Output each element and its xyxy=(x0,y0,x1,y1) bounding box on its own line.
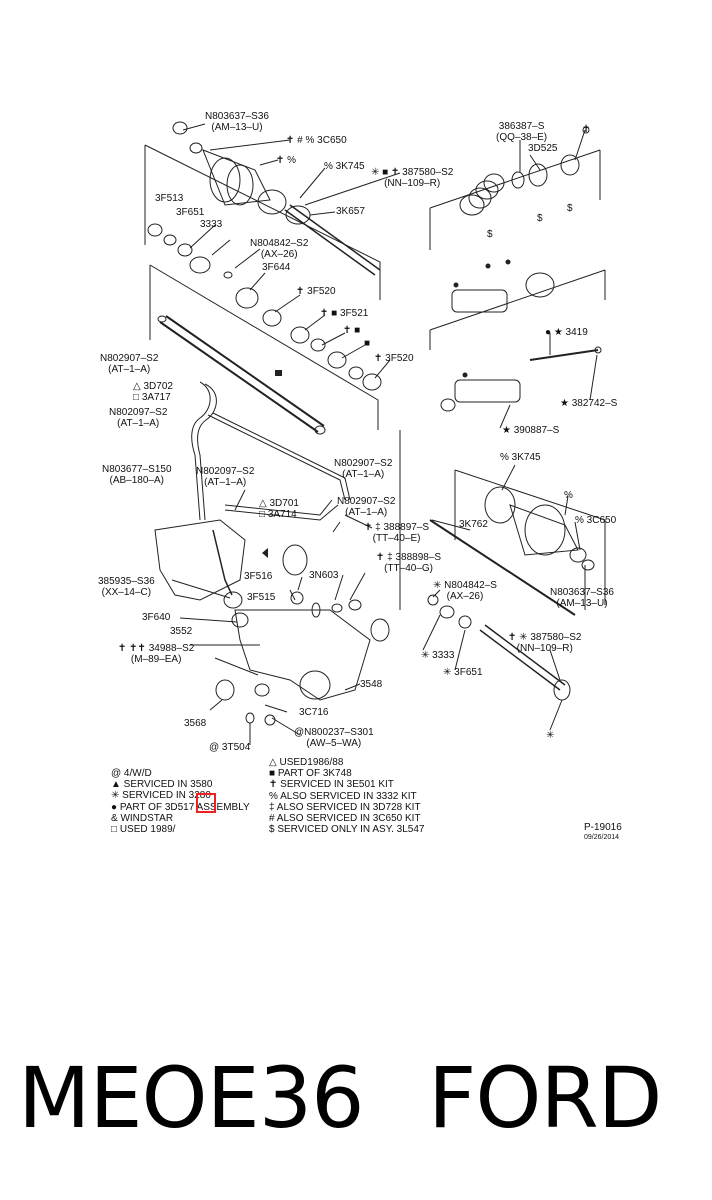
label-387580-s2-b: ✝ ✳ 387580–S2 (NN–109–R) xyxy=(508,632,582,654)
label-n804842-s-b: ✳ N804842–S (AX–26) xyxy=(433,580,497,602)
label-n802907-s2-b: N802907–S2 (AT–1–A) xyxy=(334,458,393,480)
label-dollar-a: $ xyxy=(487,229,493,240)
label-3k657: 3K657 xyxy=(336,206,365,217)
label-3f516: 3F516 xyxy=(244,571,273,582)
legend-item: □ USED 1989/ xyxy=(111,824,176,836)
label-3f520-a: ✝ 3F520 xyxy=(296,286,336,297)
exploded-steering-diagram xyxy=(144,121,606,745)
label-3f513: 3F513 xyxy=(155,193,184,204)
label-388897-s: ✝ ‡ 388897–S (TT–40–E) xyxy=(364,522,430,544)
label-dollar-b: $ xyxy=(537,213,543,224)
legend-item: # ALSO SERVICED IN 3C650 KIT xyxy=(269,813,421,825)
legend-item: ▲ SERVICED IN 3580 xyxy=(111,779,213,791)
label-3k745-b: % 3K745 xyxy=(500,452,541,463)
part-code: MEOE36 xyxy=(18,1049,365,1147)
legend-item: @ 4/W/D xyxy=(111,768,152,779)
label-n804842-s2: N804842–S2 (AX–26) xyxy=(250,238,309,260)
label-sq-a: ■ xyxy=(364,338,371,349)
label-3d701: △ 3D701 xyxy=(259,498,299,509)
label-n802097-s2-b: N802097–S2 (AT–1–A) xyxy=(196,466,255,488)
label-3f651: 3F651 xyxy=(176,207,205,218)
label-3f520-b: ✝ 3F520 xyxy=(374,353,414,364)
label-dagger-top-right: ✝ xyxy=(582,124,591,135)
label-3f521: ✝ ■ 3F521 xyxy=(320,308,369,319)
label-dollar-c: $ xyxy=(567,203,573,214)
label-n802907-s2-a: N802907–S2 (AT–1–A) xyxy=(100,353,159,375)
brand-name: FORD xyxy=(428,1049,662,1147)
label-3c650: ✝ # % 3C650 xyxy=(286,135,347,146)
legend-left: @ 4/W/D ▲ SERVICED IN 3580 ✳ SERVICED IN… xyxy=(111,768,250,835)
label-3333: 3333 xyxy=(200,219,223,230)
legend-item: % ALSO SERVICED IN 3332 KIT xyxy=(269,790,417,802)
label-3c716: 3C716 xyxy=(299,707,329,718)
label-3t504: @ 3T504 xyxy=(209,742,251,753)
label-3548: 3548 xyxy=(360,679,383,690)
label-3d702: △ 3D702 xyxy=(133,381,173,392)
label-382742-s: ★ 382742–S xyxy=(560,398,618,409)
label-n803637-s36-b: N803637–S36 (AM–13–U) xyxy=(550,587,614,609)
label-3f515: 3F515 xyxy=(247,592,276,603)
label-3n603: 3N603 xyxy=(309,570,339,581)
label-3552: 3552 xyxy=(170,626,193,637)
label-star-b: ✳ xyxy=(546,730,555,741)
label-3568: 3568 xyxy=(184,718,207,729)
highlight-box xyxy=(196,793,216,813)
legend-item: ✝ SERVICED IN 3E501 KIT xyxy=(269,779,394,791)
legend-item: ■ PART OF 3K748 xyxy=(269,768,352,780)
label-3k745: % 3K745 xyxy=(324,161,365,172)
label-3c650-b: % 3C650 xyxy=(575,515,617,526)
label-386387-s: 386387–S (QQ–38–E) xyxy=(496,121,548,143)
label-n802907-s2-c: N802907–S2 (AT–1–A) xyxy=(337,496,396,518)
label-34988-s2: ✝ ✝✝ 34988–S2 (M–89–EA) xyxy=(118,643,195,665)
label-3f640: 3F640 xyxy=(142,612,171,623)
label-3d525: 3D525 xyxy=(528,143,558,154)
label-3f644: 3F644 xyxy=(262,262,291,273)
label-pct-b: % xyxy=(564,490,573,501)
legend-item: ‡ ALSO SERVICED IN 3D728 KIT xyxy=(269,801,421,813)
label-n803637-s36-top: N803637–S36 (AM–13–U) xyxy=(205,111,269,133)
legend-item: △ USED1986/88 xyxy=(269,757,344,768)
label-387580-s2: ✳ ■ ✝ 387580–S2 (NN–109–R) xyxy=(371,167,454,189)
label-388898-s: ✝ ‡ 388898–S (TT–40–G) xyxy=(376,552,442,574)
label-385935-s36: 385935–S36 (XX–14–C) xyxy=(98,576,155,598)
legend-item: & WINDSTAR xyxy=(111,812,174,824)
label-3f651-b: ✳ 3F651 xyxy=(443,667,483,678)
label-3a714: □ 3A714 xyxy=(259,509,297,520)
legend-item: ✳ SERVICED IN 3280 xyxy=(111,790,211,802)
label-3k762: 3K762 xyxy=(459,519,488,530)
label-3333-b: ✳ 3333 xyxy=(421,650,455,661)
figure-date: 09/26/2014 xyxy=(584,834,620,841)
label-n803677-s150: N803677–S150 (AB–180–A) xyxy=(102,464,172,486)
figure-number: P-19016 xyxy=(584,822,622,833)
label-390887-s: ★ 390887–S xyxy=(502,425,560,436)
legend-right: △ USED1986/88 ■ PART OF 3K748 ✝ SERVICED… xyxy=(269,757,424,835)
label-n800237-s301: @N800237–S301 (AW–5–WA) xyxy=(294,727,374,749)
legend-item: ● PART OF 3D517 ASSEMBLY xyxy=(111,801,250,813)
label-dagger-pct: ✝ % xyxy=(276,155,297,166)
label-n802097-s2-a: N802097–S2 (AT–1–A) xyxy=(109,407,168,429)
legend-item: $ SERVICED ONLY IN ASY. 3L547 xyxy=(269,824,425,836)
label-3a717: □ 3A717 xyxy=(133,392,171,403)
label-3419: ● ★ 3419 xyxy=(545,327,588,338)
label-dagger-sq: ✝ ■ xyxy=(343,325,361,336)
